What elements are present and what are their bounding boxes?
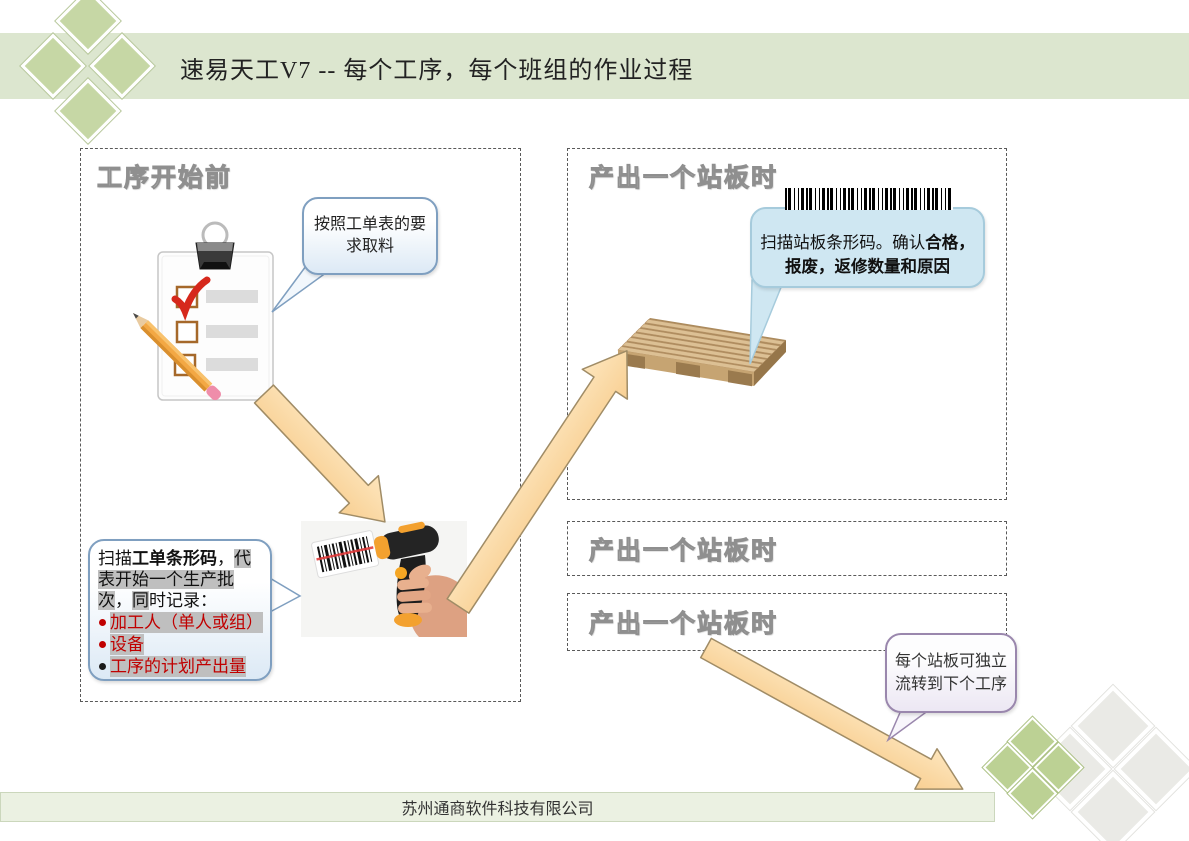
box-pallet-out-2-title: 产出一个站板时	[588, 538, 779, 566]
bullet-text: 工序的计划产出量	[110, 656, 246, 678]
bubble-paragraph: 扫描工单条形码，代表开始一个生产批次，同时记录：	[98, 548, 266, 611]
text-segment: 扫描站板条形码。确认	[760, 233, 926, 252]
bullet-dot-red	[99, 619, 106, 627]
box-before-process-title: 工序开始前	[96, 165, 233, 193]
bullet-dot-black	[99, 663, 106, 671]
bubble-text-line: 求取料	[345, 238, 394, 255]
bubble-text-line: 报废，返修数量和原因	[785, 257, 950, 276]
pencil-icon	[133, 313, 222, 401]
barcode-scanner-photo	[301, 521, 467, 637]
text-segment-bold: 合格，	[925, 233, 975, 252]
text-segment: ，	[217, 549, 234, 568]
bubble-text-line: 流转到下个工序	[894, 676, 1007, 693]
bubble-scan-pallet: 扫描站板条形码。确认合格， 报废，返修数量和原因	[750, 207, 985, 288]
box-pallet-out-3-title: 产出一个站板时	[588, 611, 779, 639]
bubble-text-line: 扫描站板条形码。确认合格，	[760, 232, 975, 256]
scan-line	[316, 546, 374, 561]
text-segment: 扫描	[98, 549, 132, 568]
company-name: 苏州通商软件科技有限公司	[401, 801, 594, 818]
page-title: 速易天工V7 -- 每个工序，每个班组的作业过程	[180, 58, 694, 84]
bubble-independent-flow: 每个站板可独立 流转到下个工序	[885, 633, 1017, 713]
bullet-text: 加工人（单人或组）	[110, 612, 263, 634]
list-item: 加工人（单人或组）	[98, 612, 266, 634]
bullet-text: 设备	[110, 634, 144, 656]
bubble-text-line: 按照工单表的要	[313, 216, 426, 234]
bubble-text-line: 每个站板可独立	[894, 652, 1007, 670]
text-segment-highlight: 同	[132, 591, 149, 611]
bubble-scan-workorder: 扫描工单条形码，代表开始一个生产批次，同时记录： 加工人（单人或组） 设备 工序…	[88, 539, 272, 681]
list-item: 设备	[98, 634, 266, 656]
footer-bar: 苏州通商软件科技有限公司	[0, 792, 995, 822]
wooden-pallet-icon	[617, 318, 786, 387]
barcode-card-icon	[311, 530, 380, 579]
header-band	[0, 33, 1189, 99]
box-pallet-out-1	[567, 148, 1007, 500]
clipboard-checklist-icon	[133, 221, 274, 401]
text-segment: ，	[115, 591, 132, 611]
red-check-icon	[171, 276, 211, 321]
text-segment: 时记录：	[149, 591, 217, 611]
text-segment-bold: 工单条形码	[132, 549, 217, 568]
bullet-dot-red	[99, 641, 106, 649]
bubble-pick-material: 按照工单表的要 求取料	[302, 197, 438, 275]
list-item: 工序的计划产出量	[98, 656, 266, 678]
barcode-icon	[785, 188, 953, 210]
box-pallet-out-1-title: 产出一个站板时	[588, 165, 779, 193]
